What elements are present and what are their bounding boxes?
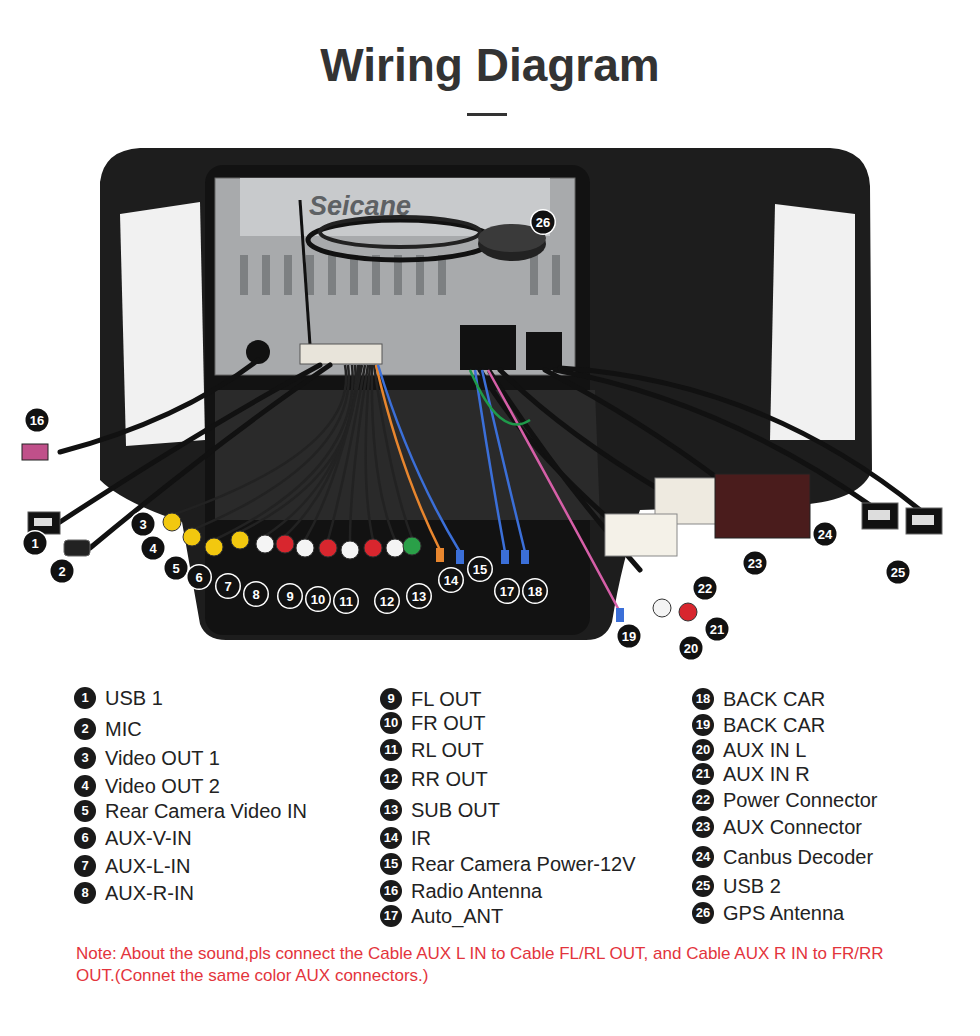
- legend-text: AUX-L-IN: [105, 854, 191, 878]
- legend-number: 2: [74, 718, 96, 740]
- callout-number: 5: [165, 557, 188, 580]
- callout-number: 17: [496, 580, 519, 603]
- callout-number: 11: [335, 590, 358, 613]
- callout-number: 19: [618, 625, 641, 648]
- legend-text: RL OUT: [411, 738, 484, 762]
- rca-plugs: [163, 513, 697, 621]
- callout-number: 1: [24, 532, 47, 555]
- legend-number: 17: [380, 905, 402, 927]
- callout-number: 2: [51, 560, 74, 583]
- title-underline: [467, 113, 507, 116]
- legend-number: 20: [692, 739, 714, 761]
- legend-text: BACK CAR: [723, 687, 825, 711]
- callout-number: 14: [440, 569, 463, 592]
- callout-number: 13: [408, 585, 431, 608]
- rca-socket: [300, 344, 382, 364]
- wire-ends: [436, 548, 624, 622]
- callout-number: 24: [814, 523, 837, 546]
- legend-number: 18: [692, 688, 714, 710]
- callout-number: 7: [217, 575, 240, 598]
- callout-number: 25: [887, 561, 910, 584]
- callout-number: 9: [279, 585, 302, 608]
- legend-number: 11: [380, 739, 402, 761]
- side-vent: [770, 204, 855, 440]
- legend-text: AUX-R-IN: [105, 881, 194, 905]
- callout-number: 21: [706, 618, 729, 641]
- legend-number: 6: [74, 827, 96, 849]
- legend-number: 4: [74, 775, 96, 797]
- legend-number: 8: [74, 882, 96, 904]
- legend-number: 23: [692, 816, 714, 838]
- callout-number: 3: [132, 513, 155, 536]
- legend-text: SUB OUT: [411, 798, 500, 822]
- legend-number: 21: [692, 763, 714, 785]
- power-socket: [460, 325, 516, 370]
- legend-number: 1: [74, 687, 96, 709]
- legend-text: BACK CAR: [723, 713, 825, 737]
- legend-number: 22: [692, 789, 714, 811]
- callout-number: 15: [469, 558, 492, 581]
- legend-number: 9: [380, 688, 402, 710]
- side-vent: [120, 202, 205, 446]
- legend-text: Power Connector: [723, 788, 878, 812]
- callout-number: 26: [532, 211, 555, 234]
- legend-text: AUX IN L: [723, 738, 806, 762]
- legend-text: FR OUT: [411, 711, 485, 735]
- legend-number: 3: [74, 747, 96, 769]
- callout-number: 16: [26, 409, 49, 432]
- legend-text: AUX IN R: [723, 762, 810, 786]
- callout-number: 22: [694, 577, 717, 600]
- legend-text: Rear Camera Power-12V: [411, 852, 636, 876]
- callout-number: 20: [680, 637, 703, 660]
- legend-number: 5: [74, 800, 96, 822]
- legend-number: 7: [74, 855, 96, 877]
- canbus-socket: [526, 332, 562, 370]
- legend-number: 24: [692, 846, 714, 868]
- legend-text: Rear Camera Video IN: [105, 799, 307, 823]
- unit-chassis: [215, 178, 575, 375]
- dash-bezel: [100, 148, 872, 640]
- watermark: Seicane: [309, 191, 411, 222]
- cables: [60, 360, 920, 570]
- legend-text: Canbus Decoder: [723, 845, 873, 869]
- legend-text: Radio Antenna: [411, 879, 542, 903]
- callout-number: 10: [307, 588, 330, 611]
- legend-text: Auto_ANT: [411, 904, 503, 928]
- legend-text: USB 2: [723, 874, 781, 898]
- legend-number: 25: [692, 875, 714, 897]
- legend-text: GPS Antenna: [723, 901, 844, 925]
- legend-text: USB 1: [105, 686, 163, 710]
- legend-number: 14: [380, 827, 402, 849]
- callout-number: 6: [188, 566, 211, 589]
- title: Wiring Diagram: [0, 38, 980, 92]
- legend-text: Video OUT 1: [105, 746, 220, 770]
- callout-number: 4: [142, 537, 165, 560]
- legend-text: AUX-V-IN: [105, 826, 192, 850]
- legend-number: 13: [380, 799, 402, 821]
- legend-text: AUX Connector: [723, 815, 862, 839]
- note: Note: About the sound,pls connect the Ca…: [76, 943, 916, 987]
- legend-text: IR: [411, 826, 431, 850]
- legend-text: Video OUT 2: [105, 774, 220, 798]
- legend-number: 16: [380, 880, 402, 902]
- callout-number: 12: [376, 590, 399, 613]
- legend-number: 19: [692, 714, 714, 736]
- legend-number: 15: [380, 853, 402, 875]
- callout-number: 18: [524, 580, 547, 603]
- legend-text: FL OUT: [411, 687, 481, 711]
- legend-text: MIC: [105, 717, 142, 741]
- callout-number: 8: [245, 583, 268, 606]
- legend-number: 12: [380, 768, 402, 790]
- legend-number: 10: [380, 712, 402, 734]
- legend-text: RR OUT: [411, 767, 488, 791]
- legend-number: 26: [692, 902, 714, 924]
- thin-wires: [172, 365, 620, 612]
- gps-cable-coil: [320, 217, 480, 247]
- callout-number: 23: [744, 552, 767, 575]
